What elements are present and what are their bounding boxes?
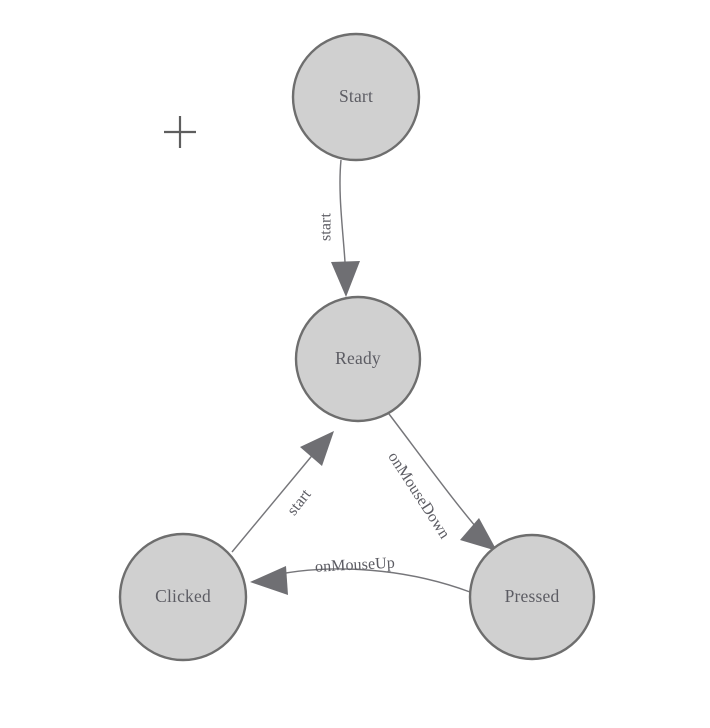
- node-label-pressed: Pressed: [505, 586, 560, 606]
- edge-label-ready-to-pressed: onMouseDown: [384, 449, 453, 542]
- node-circle-start[interactable]: [291, 32, 421, 162]
- arrowhead-icon-ready-to-pressed: [460, 518, 497, 551]
- edge-label-start-to-ready: start: [318, 213, 335, 242]
- node-clicked[interactable]: Clicked: [118, 532, 248, 662]
- node-ready[interactable]: Ready: [294, 295, 422, 423]
- edge-label-clicked-to-ready: start: [284, 486, 315, 519]
- crosshair-cursor[interactable]: [164, 116, 196, 148]
- node-start[interactable]: Start: [291, 32, 421, 162]
- node-label-ready: Ready: [335, 348, 381, 368]
- edge-ready-to-pressed[interactable]: onMouseDown: [384, 409, 497, 551]
- node-circle-clicked[interactable]: [118, 532, 248, 662]
- node-circle-ready[interactable]: [294, 295, 422, 423]
- edge-pressed-to-clicked[interactable]: onMouseUp: [250, 555, 471, 595]
- node-label-clicked: Clicked: [155, 586, 211, 606]
- arrowhead-icon-start-to-ready: [331, 261, 360, 297]
- node-circle-pressed[interactable]: [468, 533, 596, 661]
- edge-start-to-ready[interactable]: start: [318, 159, 360, 297]
- edge-label-pressed-to-clicked: onMouseUp: [315, 555, 396, 576]
- node-pressed[interactable]: Pressed: [468, 533, 596, 661]
- edge-clicked-to-ready[interactable]: start: [231, 431, 334, 553]
- markers-layer: [164, 116, 196, 148]
- arrowhead-icon-pressed-to-clicked: [250, 566, 288, 595]
- arrowhead-icon-clicked-to-ready: [300, 431, 334, 466]
- node-label-start: Start: [339, 86, 373, 106]
